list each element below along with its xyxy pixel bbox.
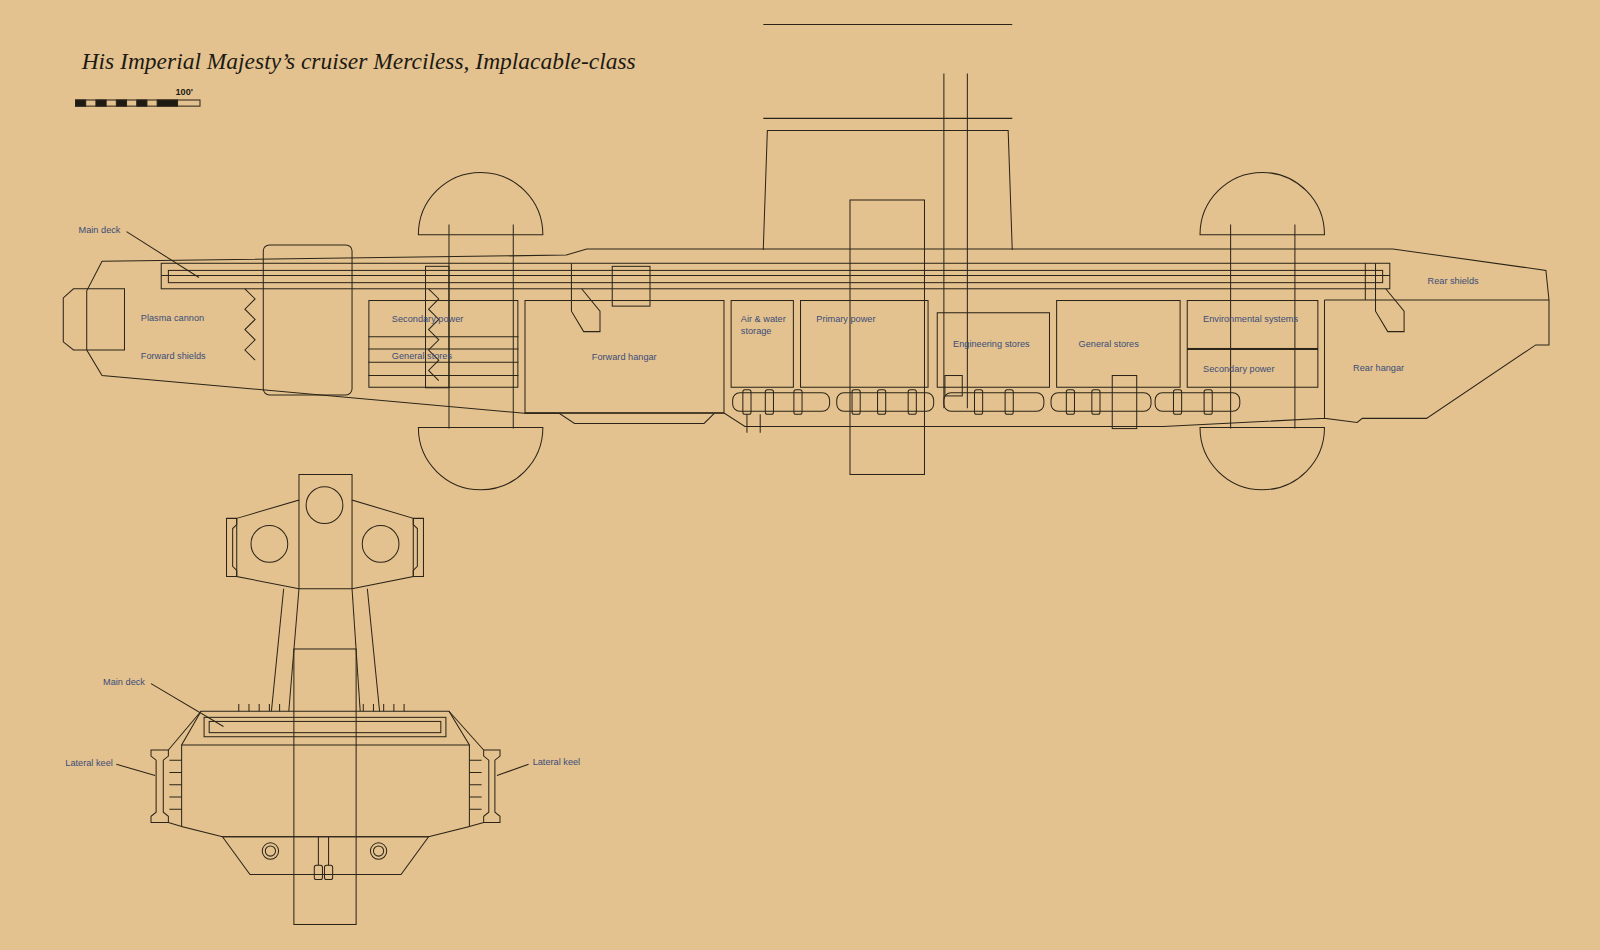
compartment-name: Air & water storage [741, 314, 786, 336]
compartment-name: General stores [1079, 339, 1139, 350]
compartment-box: Air & water storage [731, 300, 794, 388]
part-label: Plasma cannon [141, 313, 204, 324]
diagram-title: His Imperial Majesty’s cruiser Merciless… [82, 49, 636, 76]
compartment-name: Forward hangar [592, 352, 657, 363]
part-label: Main deck [79, 224, 121, 235]
compartment-box: Environmental systems [1187, 300, 1319, 349]
part-label: Lateral keel [65, 758, 112, 769]
part-label: Rear hangar [1353, 363, 1404, 374]
part-label: Forward shields [141, 351, 206, 362]
compartment-box: Secondary powerGeneral stores [368, 300, 518, 388]
compartment-name: General stores [392, 351, 452, 362]
compartment-name: Primary power [816, 314, 875, 325]
part-label: Rear shields [1428, 276, 1479, 287]
compartment-name: Secondary power [392, 314, 463, 325]
compartment-box: Secondary power [1187, 349, 1319, 388]
compartment-box: Engineering stores [937, 312, 1050, 388]
part-label: Lateral keel [533, 757, 580, 768]
compartment-box: General stores [1056, 300, 1180, 388]
compartment-name: Environmental systems [1203, 314, 1298, 325]
compartment-name: Engineering stores [953, 339, 1030, 350]
part-label: Main deck [103, 677, 145, 688]
compartment-box: Primary power [800, 300, 929, 388]
compartment-box: Forward hangar [524, 300, 724, 413]
scale-label: 100' [176, 87, 194, 98]
compartment-name: Secondary power [1203, 364, 1274, 375]
